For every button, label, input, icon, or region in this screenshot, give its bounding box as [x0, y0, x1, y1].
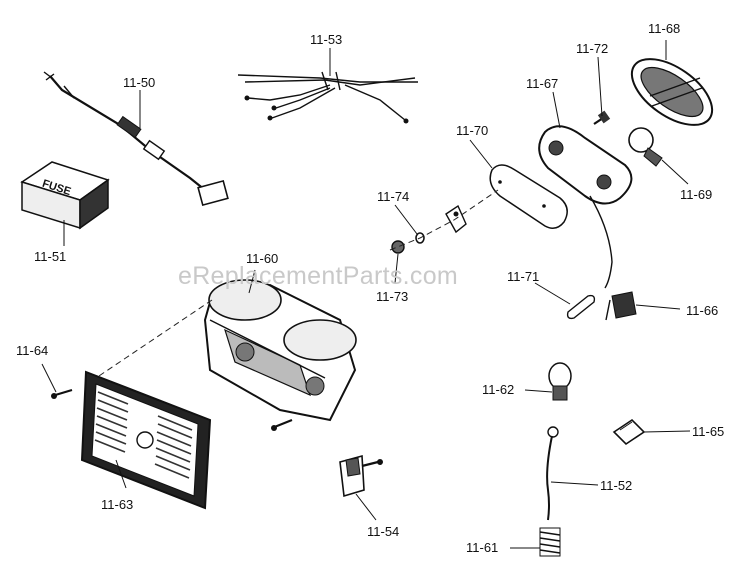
label-11-74[interactable]: 11-74	[377, 189, 410, 204]
label-11-53[interactable]: 11-53	[310, 32, 343, 47]
label-11-60[interactable]: 11-60	[246, 251, 279, 266]
switch-part-11-54[interactable]	[339, 454, 383, 498]
label-11-61[interactable]: 11-61	[466, 540, 499, 555]
gasket-part[interactable]	[489, 164, 568, 229]
label-11-63[interactable]: 11-63	[101, 497, 134, 512]
grille-bezel-part[interactable]	[80, 370, 212, 510]
label-11-72[interactable]: 11-72	[576, 41, 609, 56]
screw-part-11-64[interactable]	[51, 388, 73, 399]
wire-bundle-part[interactable]	[237, 71, 418, 124]
label-11-52[interactable]: 11-52	[600, 478, 633, 493]
bulb-part-11-69[interactable]	[628, 127, 663, 167]
spring-part-11-61[interactable]	[539, 527, 561, 557]
bulb-part-11-62[interactable]	[548, 362, 572, 401]
label-11-71[interactable]: 11-71	[507, 269, 540, 284]
label-11-68[interactable]: 11-68	[648, 21, 681, 36]
wire-harness-part[interactable]	[43, 71, 229, 207]
label-11-54[interactable]: 11-54	[367, 524, 400, 539]
label-11-69[interactable]: 11-69	[680, 187, 713, 202]
lamp-housing-part[interactable]	[538, 125, 633, 289]
socket-part-11-71[interactable]	[566, 294, 596, 320]
clip-part-11-66[interactable]	[605, 291, 637, 321]
label-11-62[interactable]: 11-62	[482, 382, 515, 397]
taillight-housing-part[interactable]	[203, 279, 357, 422]
label-11-51[interactable]: 11-51	[34, 249, 67, 264]
fuse-box-part[interactable]	[20, 161, 110, 230]
housing-screw-part[interactable]	[271, 418, 293, 431]
label-11-70[interactable]: 11-70	[456, 123, 489, 138]
nut-part-11-73[interactable]	[391, 240, 405, 254]
label-11-64[interactable]: 11-64	[16, 343, 49, 358]
label-11-65[interactable]: 11-65	[692, 424, 725, 439]
pigtail-wire-part[interactable]	[546, 426, 559, 521]
label-11-50[interactable]: 11-50	[123, 75, 156, 90]
connector-part-11-65[interactable]	[612, 418, 646, 446]
screw-part-11-72[interactable]	[593, 110, 611, 125]
label-11-67[interactable]: 11-67	[526, 76, 559, 91]
leader-lines	[41, 40, 691, 549]
label-11-73[interactable]: 11-73	[376, 289, 409, 304]
lens-part[interactable]	[621, 46, 724, 138]
label-11-66[interactable]: 11-66	[686, 303, 719, 318]
watermark: eReplacementParts.com	[178, 262, 459, 290]
